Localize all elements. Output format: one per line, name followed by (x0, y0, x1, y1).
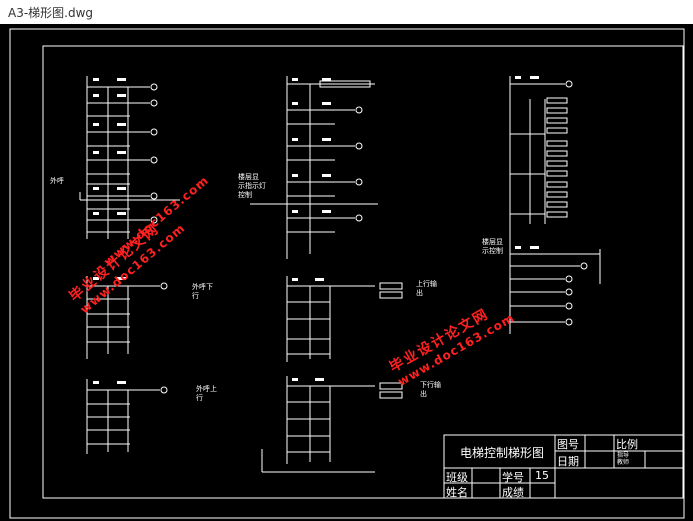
title-block-scale-label: 比例 (616, 438, 638, 451)
title-block-name-label: 姓名 (446, 486, 468, 499)
label-outside-call-down: 外呼下 行 (192, 283, 213, 300)
label-floor-indicator-light: 楼层显 示指示灯 控制 (238, 173, 266, 199)
title-block-class-label: 班级 (446, 471, 468, 484)
title-block-grade-label: 成绩 (502, 486, 524, 499)
label-up-output: 上行输 出 (416, 280, 437, 297)
drawing-canvas[interactable]: 外呼 外呼下 行 外呼上 行 楼层显 示指示灯 控制 上行输 出 下行输 出 楼… (0, 24, 693, 521)
title-block-student-no-value: 15 (535, 469, 549, 482)
title-block-date-label: 日期 (557, 455, 579, 468)
outer-frame (9, 28, 685, 519)
title-block-drawing-title: 电梯控制梯形图 (460, 446, 545, 460)
ladder-block-d (250, 76, 378, 259)
title-block-reviewer-label: 指导 教师 (617, 452, 630, 466)
label-down-output: 下行输 出 (420, 381, 441, 398)
label-outside-call-up: 外呼上 行 (196, 385, 217, 402)
title-block-student-no-label: 学号 (502, 471, 524, 484)
title-block-grid (443, 434, 684, 499)
ladder-block-a (79, 76, 180, 239)
ladder-block-b (86, 276, 168, 359)
window-title: A3-梯形图.dwg (8, 6, 94, 20)
title-block-drawing-no-label: 图号 (557, 438, 579, 451)
window-titlebar: A3-梯形图.dwg (0, 0, 693, 24)
ladder-block-e (286, 276, 403, 362)
ladder-diagram (9, 28, 685, 519)
ladder-block-g (509, 76, 601, 334)
contact-tags (93, 76, 539, 384)
label-outside-call: 外呼 (50, 177, 64, 185)
ladder-block-c (86, 379, 168, 454)
label-floor-display-control: 楼层显 示控制 (482, 238, 503, 255)
ladder-block-f (261, 376, 403, 473)
inner-frame (42, 45, 684, 499)
